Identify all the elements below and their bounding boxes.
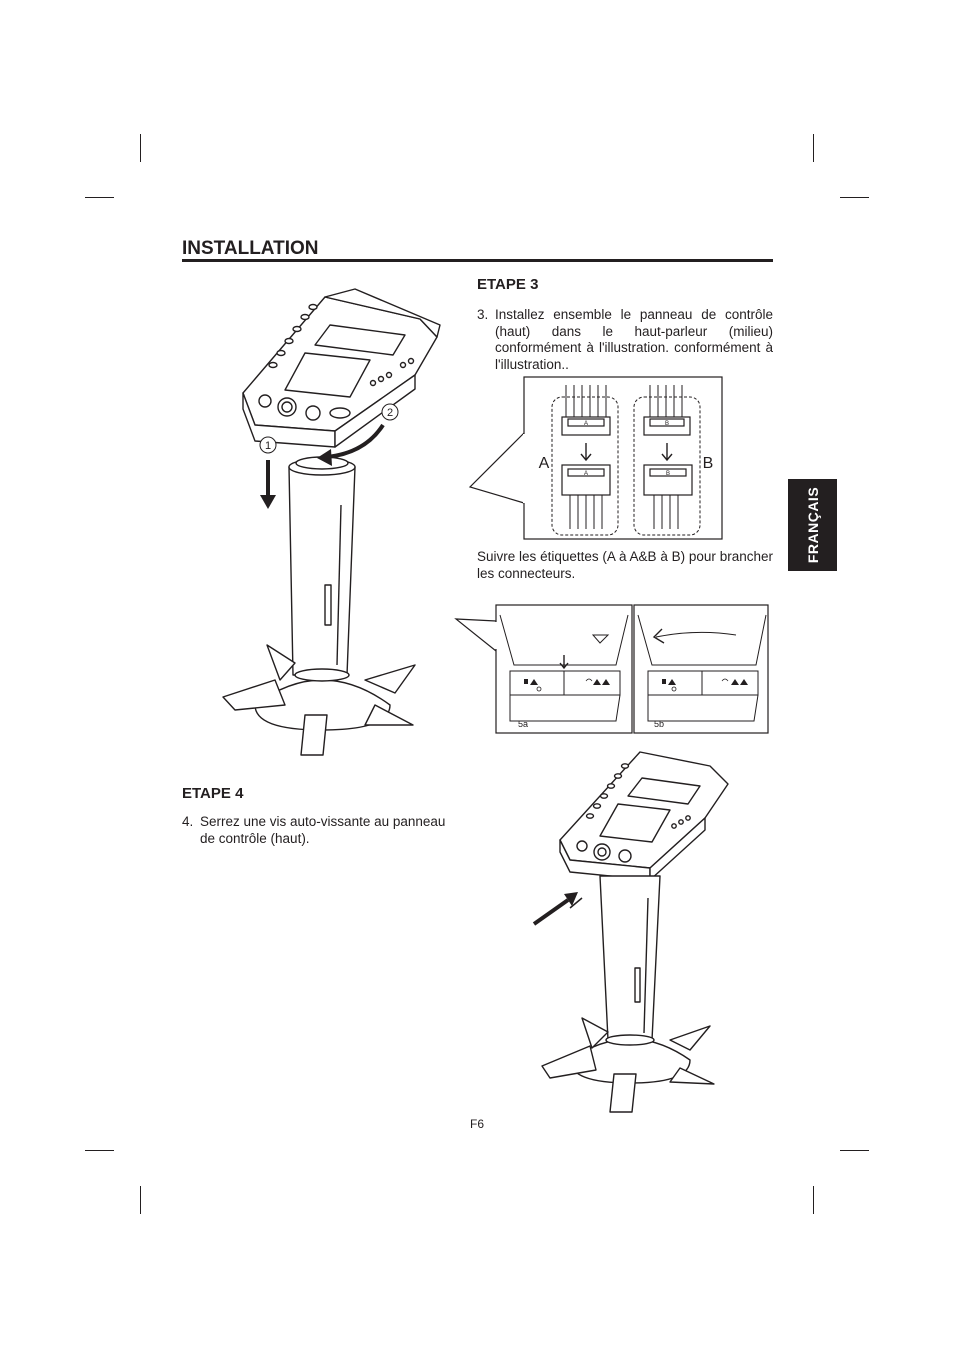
crop-mark — [140, 1186, 141, 1214]
step4-number: 4. — [182, 814, 194, 829]
page-number: F6 — [470, 1117, 485, 1131]
language-tab: FRANÇAIS — [788, 479, 837, 571]
step3-note: Suivre les étiquettes (A à A&B à B) pour… — [477, 549, 773, 581]
step4-text: Serrez une vis auto-vissante au panneau … — [200, 814, 446, 846]
title-rule — [182, 259, 773, 262]
step3-number: 3. — [477, 307, 489, 322]
plug-label-b-bottom: B — [666, 471, 670, 477]
lock-diagram: 5a 5b — [454, 604, 769, 734]
step3-heading: ETAPE 3 — [477, 276, 539, 293]
page-title: INSTALLATION — [182, 238, 319, 259]
label-5b: 5b — [654, 719, 664, 729]
crop-mark — [840, 1150, 869, 1151]
step4-heading: ETAPE 4 — [182, 785, 244, 802]
label-a: A — [539, 455, 550, 472]
language-tab-label: FRANÇAIS — [804, 486, 821, 564]
plug-label-a-bottom: A — [584, 471, 588, 477]
crop-mark — [813, 134, 814, 162]
assembly-illustration: 1 2 — [222, 288, 441, 756]
callout-1: 1 — [265, 440, 271, 452]
crop-mark — [813, 1186, 814, 1214]
plug-label-b-top: B — [665, 421, 669, 427]
crop-mark — [85, 1150, 114, 1151]
step3-text: Installez ensemble le panneau de contrôl… — [495, 307, 773, 372]
crop-mark — [85, 197, 114, 198]
label-b: B — [703, 455, 714, 472]
crop-mark — [840, 197, 869, 198]
step3-paragraph: 3. Installez ensemble le panneau de cont… — [477, 307, 773, 373]
screw-illustration — [532, 751, 729, 1113]
plug-label-a-top: A — [584, 421, 588, 427]
step4-paragraph: 4. Serrez une vis auto-vissante au panne… — [182, 814, 464, 847]
callout-2: 2 — [387, 407, 393, 419]
label-5a: 5a — [518, 719, 528, 729]
crop-mark — [140, 134, 141, 162]
connector-diagram: A B A B A B — [468, 376, 723, 540]
